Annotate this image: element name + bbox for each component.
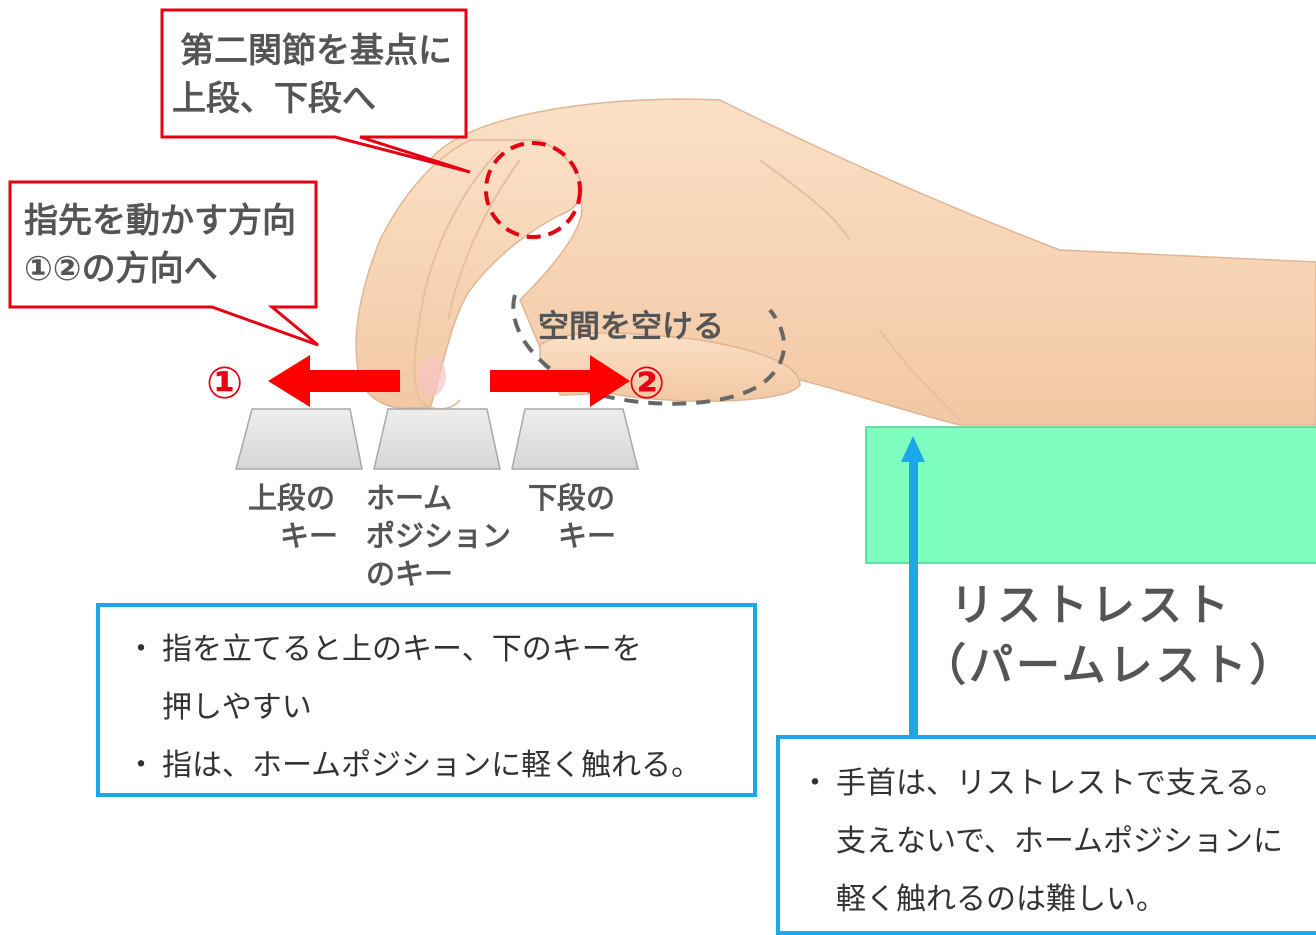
key-upper-label-line2: キー (280, 519, 338, 553)
arrow-right-number: ② (628, 358, 665, 409)
key-home-label-line1: ホーム (366, 481, 452, 515)
wrist-rest-title-line2: （パームレスト） (922, 640, 1297, 691)
space-dashed-arc (511, 294, 786, 406)
arrow-left (268, 355, 400, 407)
arrow-left-number: ① (206, 358, 243, 409)
callout-direction-line1: 指先を動かす方向 (24, 201, 296, 241)
key-lower (511, 408, 639, 470)
note-box-fingers: 指を立てると上のキー、下のキーを 押しやすい 指は、ホームポジションに軽く触れる… (96, 603, 757, 797)
key-home (373, 408, 501, 470)
key-home-label-line3: のキー (366, 557, 453, 591)
callout-direction-line2: ①②の方向へ (24, 249, 218, 289)
note-item: 手首は、リストレストで支える。 支えないで、ホームポジションに 軽く触れるのは難… (800, 755, 1312, 929)
arrow-right (490, 355, 630, 407)
space-label: 空間を空ける (538, 309, 724, 345)
callout-joint-line1: 第二関節を基点に (180, 31, 452, 71)
note-text: 指は、ホームポジションに軽く触れる。 (162, 748, 702, 783)
wrist-rest-arrow (901, 436, 925, 737)
callout-joint: 第二関節を基点に 上段、下段へ (160, 8, 471, 174)
note-item: 指を立てると上のキー、下のキーを 押しやすい (126, 621, 733, 737)
key-upper (235, 408, 363, 470)
note-text: 指を立てると上のキー、下のキーを (162, 632, 642, 667)
callout-direction: 指先を動かす方向 ①②の方向へ (8, 180, 319, 347)
hand-illustration (355, 98, 1316, 426)
note-box-wrist: 手首は、リストレストで支える。 支えないで、ホームポジションに 軽く触れるのは難… (776, 735, 1316, 935)
callout-joint-line2: 上段、下段へ (172, 79, 376, 119)
wrist-rest-title-line1: リストレスト (950, 580, 1232, 631)
wrist-rest (865, 426, 1316, 564)
note-text: 軽く触れるのは難しい。 (836, 882, 1166, 917)
note-text: 押しやすい (162, 690, 312, 725)
key-lower-label-line2: キー (558, 519, 616, 553)
key-lower-label-line1: 下段の (528, 481, 615, 515)
joint-circle (484, 141, 582, 239)
key-upper-label-line1: 上段の (248, 481, 335, 515)
note-text: 手首は、リストレストで支える。 (836, 766, 1286, 801)
key-home-label-line2: ポジション (366, 519, 511, 553)
note-text: 支えないで、ホームポジションに (836, 824, 1283, 859)
note-item: 指は、ホームポジションに軽く触れる。 (126, 737, 733, 795)
